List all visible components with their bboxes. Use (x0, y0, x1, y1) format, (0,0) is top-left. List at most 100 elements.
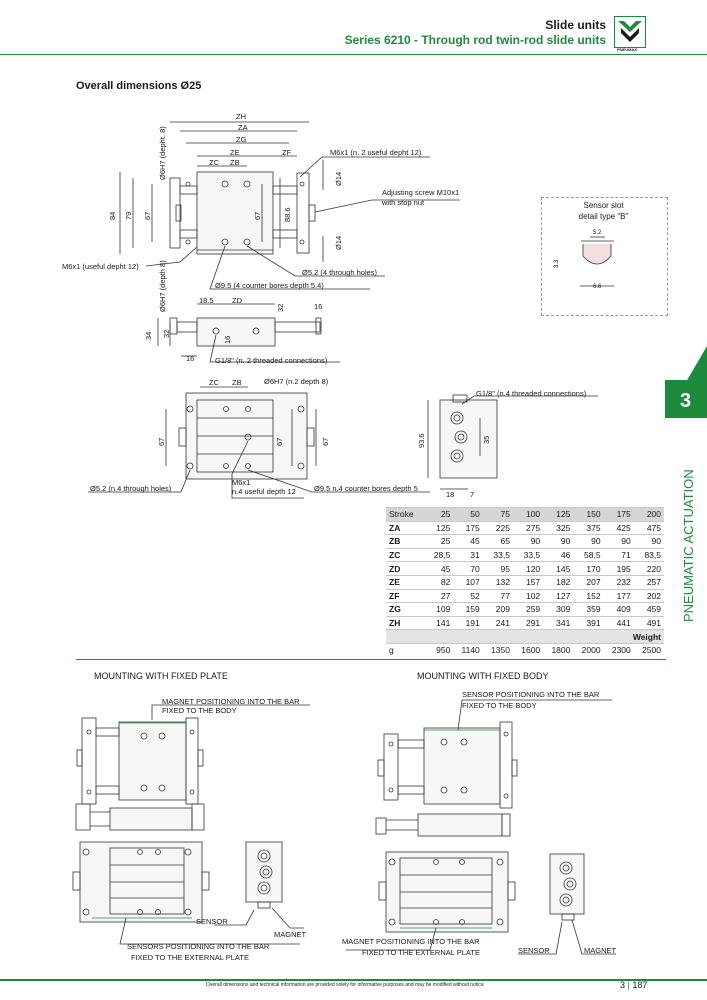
table-cell: 71 (603, 547, 634, 562)
right-sensor-label-1: SENSOR POSITIONING INTO THE BAR (462, 690, 600, 699)
table-cell: 95 (482, 561, 513, 576)
label-zc: ZC (209, 158, 219, 167)
mounting-drawings (72, 699, 616, 955)
table-cell: 159 (453, 602, 483, 617)
table-header-row: Stroke 25 50 75 100 125 150 175 200 (386, 507, 664, 522)
weight-cell: 2500 (633, 642, 664, 657)
table-cell: 46 (543, 547, 574, 562)
table-cell: 170 (573, 561, 604, 576)
row-label: ZF (386, 588, 426, 603)
table-cell: 45 (426, 561, 454, 576)
page-number: 3 | 187 (620, 980, 648, 990)
table-cell: 141 (426, 615, 454, 630)
label-7: 7 (470, 490, 475, 499)
sensor-slot-52: 5.2 (593, 230, 602, 236)
weight-cell: 1600 (512, 642, 544, 657)
table-cell: 102 (512, 588, 544, 603)
stroke-cell: 200 (633, 507, 664, 522)
label-d14-b: Ø14 (334, 235, 343, 250)
weight-header: Weight (386, 629, 664, 644)
weight-cell: 1800 (543, 642, 574, 657)
table-cell: 77 (482, 588, 513, 603)
stroke-cell: 100 (512, 507, 544, 522)
table-cell: 132 (482, 574, 513, 590)
label-185: 18.5 (199, 296, 214, 305)
table-cell: 309 (543, 602, 574, 617)
table-cell: 70 (453, 561, 483, 576)
label-d95-4: Ø9.5 (4 counter bores depth 5.4) (215, 281, 324, 290)
sensor-slot-detail (541, 197, 668, 316)
label-zb: ZB (230, 158, 240, 167)
label-84: 84 (108, 211, 117, 220)
table-cell: 107 (453, 574, 483, 590)
stroke-cell: 150 (573, 507, 604, 522)
table-cell: 125 (426, 520, 454, 535)
right-magnet-label: MAGNET (584, 946, 617, 955)
table-cell: 459 (633, 602, 664, 617)
table-cell: 175 (453, 520, 483, 535)
row-label: ZA (386, 520, 426, 535)
table-cell: 341 (543, 615, 574, 630)
table-cell: 157 (512, 574, 544, 590)
footer-divider (0, 979, 707, 981)
section-divider (76, 659, 666, 660)
weight-cell: 1350 (482, 642, 513, 657)
label-16c: 16 (186, 354, 195, 363)
header-divider (0, 54, 707, 55)
label-za: ZA (238, 123, 248, 132)
table-cell: 391 (573, 615, 604, 630)
table-cell: 225 (482, 520, 513, 535)
table-cell: 25 (426, 534, 454, 549)
table-cell: 359 (573, 602, 604, 617)
table-cell: 241 (482, 615, 513, 630)
weight-header-row: Weight (386, 629, 664, 644)
sensor-slot-66: 6.6 (593, 284, 602, 290)
label-zf: ZF (282, 148, 292, 157)
sensor-slot-title-1: Sensor slot (583, 201, 624, 210)
label-m6-mid-2: n.4 useful depth 12 (232, 487, 296, 496)
table-cell: 291 (512, 615, 544, 630)
table-cell: 109 (426, 602, 454, 617)
table-cell: 58,5 (573, 547, 604, 562)
right-magnet-label-1: MAGNET POSITIONING INTO THE BAR (342, 937, 480, 946)
stroke-cell: 50 (453, 507, 483, 522)
right-sensor-label-2: FIXED TO THE BODY (462, 701, 537, 710)
table-cell: 82 (426, 574, 454, 590)
table-cell: 259 (512, 602, 544, 617)
label-ze: ZE (230, 148, 240, 157)
label-886: 88.6 (283, 207, 292, 222)
stroke-cell: 25 (426, 507, 454, 522)
table-cell: 52 (453, 588, 483, 603)
table-cell: 441 (603, 615, 634, 630)
chapter-number: 3 (680, 390, 692, 412)
label-67a: 67 (143, 211, 152, 220)
sensor-slot-33: 3.3 (554, 259, 560, 268)
chapter-tab-block (665, 380, 707, 418)
table-cell: 207 (573, 574, 604, 590)
table-cell: 33,5 (482, 547, 513, 562)
left-sensors-label-1: SENSORS POSITIONING INTO THE BAR (127, 942, 270, 951)
table-cell: 90 (543, 534, 574, 549)
label-35: 35 (482, 435, 491, 444)
header-subtitle: Series 6210 - Through rod twin-rod slide… (344, 33, 606, 47)
table-cell: 425 (603, 520, 634, 535)
label-zh: ZH (236, 112, 246, 121)
label-936: 93.6 (417, 433, 426, 448)
weight-cell: 2300 (603, 642, 634, 657)
label-g18-four: G1/8" (n.4 threaded connections) (476, 389, 587, 398)
table-cell: 191 (453, 615, 483, 630)
table-cell: 220 (633, 561, 664, 576)
table-cell: 90 (603, 534, 634, 549)
table-cell: 120 (512, 561, 544, 576)
section-title: Overall dimensions Ø25 (76, 80, 202, 92)
label-16a: 16 (314, 302, 323, 311)
label-adjusting-screw-1: Adjusting screw M10x1 (382, 188, 460, 197)
label-32b: 32 (162, 329, 171, 338)
label-zd: ZD (232, 296, 242, 305)
table-cell: 33,5 (512, 547, 544, 562)
